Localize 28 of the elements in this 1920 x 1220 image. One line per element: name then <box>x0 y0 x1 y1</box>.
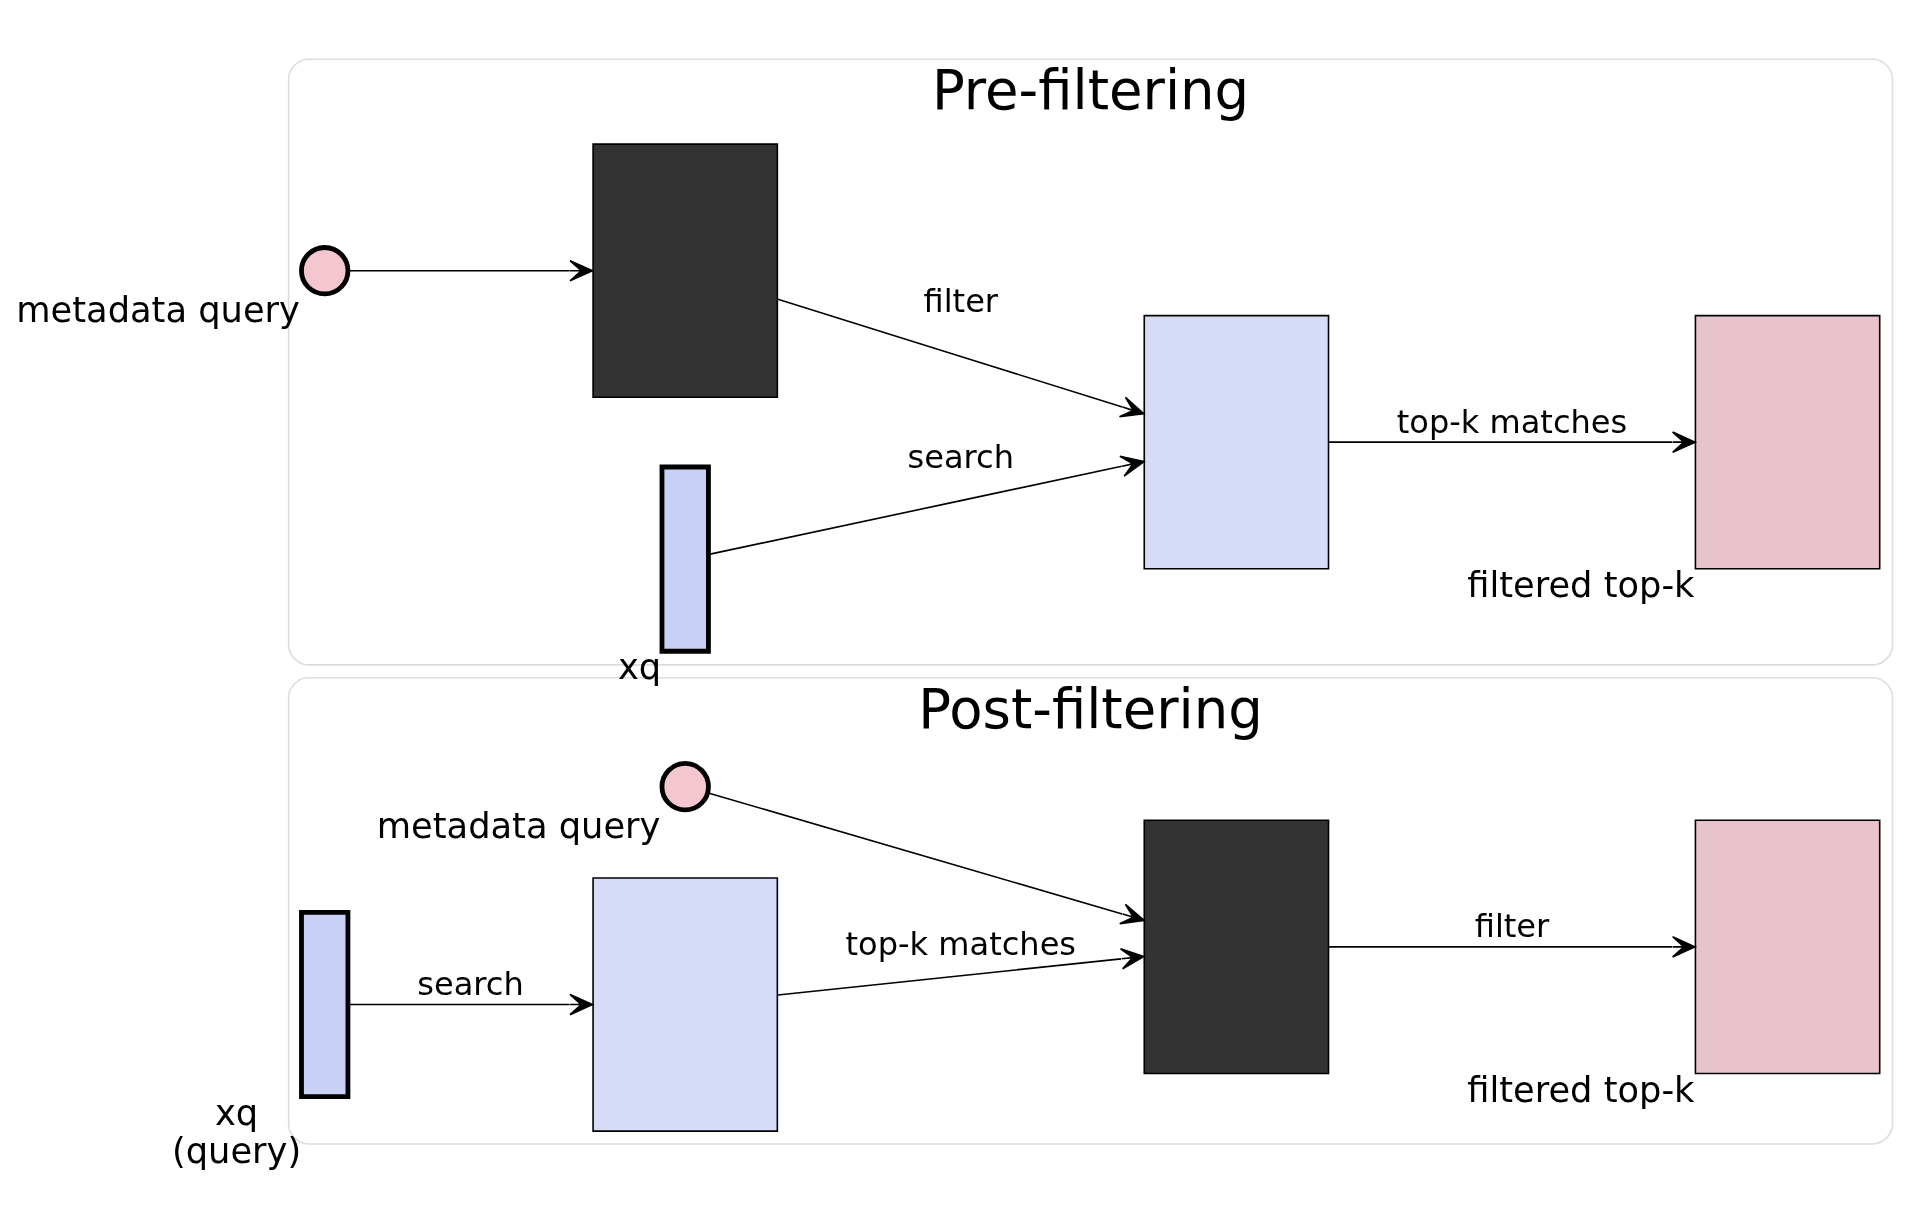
edge-label: search <box>417 964 524 1003</box>
arrow <box>1328 936 1696 958</box>
node-box <box>1694 314 1881 570</box>
edge-label: top-k matches <box>845 924 1077 963</box>
node-label: metadata query <box>376 805 661 847</box>
node-label: xq <box>214 1091 259 1133</box>
arrow <box>1328 431 1696 454</box>
node-bar <box>299 910 351 1100</box>
arrow <box>707 792 1145 925</box>
node-circle <box>659 761 711 813</box>
edge-label: top-k matches <box>1396 402 1628 441</box>
node-box <box>592 143 779 399</box>
node-box <box>1694 819 1881 1075</box>
arrow <box>708 455 1145 556</box>
node-box <box>592 877 779 1132</box>
node-label: filtered top-k <box>1467 1068 1695 1110</box>
edge-label: search <box>907 437 1014 476</box>
node-box <box>1143 819 1330 1075</box>
arrow <box>777 947 1145 996</box>
arrow <box>777 298 1145 418</box>
arrow <box>347 993 594 1016</box>
arrow <box>347 259 594 282</box>
node-circle <box>299 245 351 297</box>
edge-label: filter <box>1474 907 1550 946</box>
node-label: filtered top-k <box>1467 563 1695 605</box>
node-box <box>1143 314 1330 570</box>
node-bar <box>659 464 711 654</box>
edge-label: filter <box>923 282 999 321</box>
